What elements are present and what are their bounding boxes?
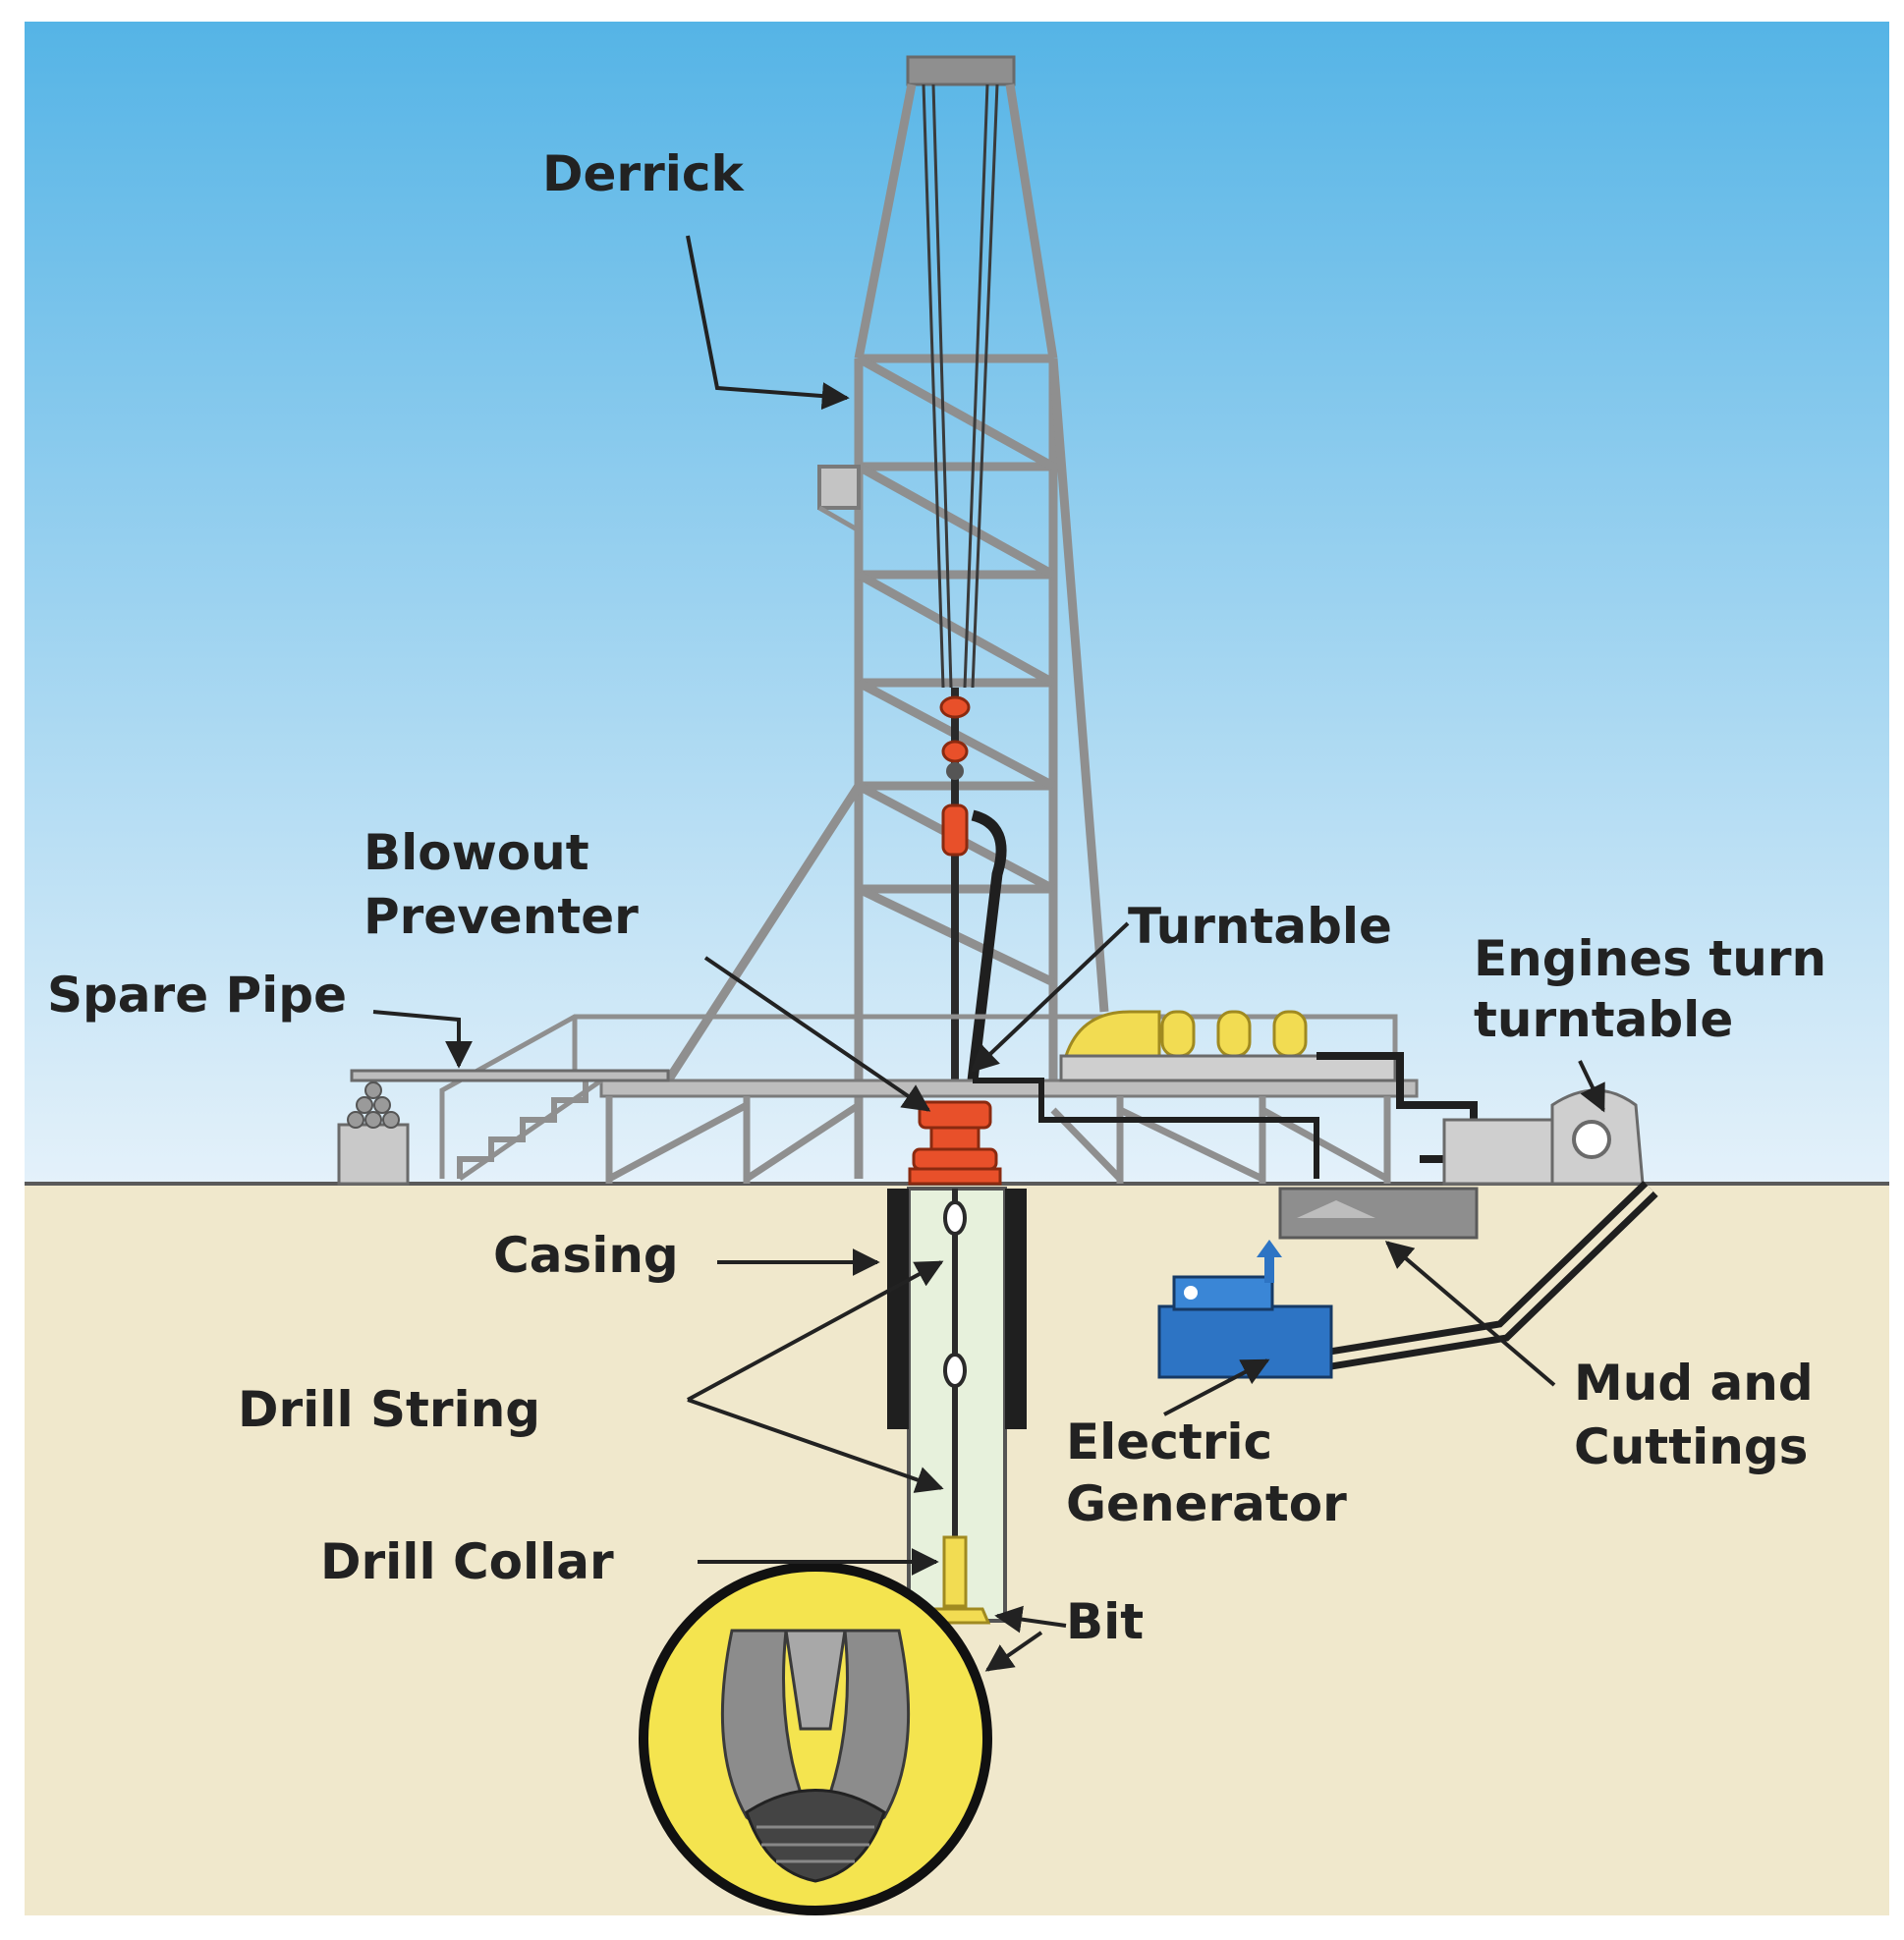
- turntable-label: Turntable: [1128, 898, 1392, 955]
- bit-label: Bit: [1066, 1593, 1144, 1650]
- mud-leader: [1384, 1241, 1556, 1387]
- spare-pipe-leader: [372, 1010, 473, 1069]
- mud-pump: [1442, 1088, 1645, 1186]
- drill-collar-label: Drill Collar: [320, 1533, 614, 1590]
- rig-floor: [439, 1014, 1419, 1184]
- derrick-leader: [686, 235, 850, 411]
- blowout-preventer-label-line2: Preventer: [364, 888, 639, 945]
- engines-label-line2: turntable: [1474, 991, 1733, 1048]
- drill-string-label: Drill String: [238, 1381, 540, 1438]
- drive-chain-lower: [973, 1078, 1319, 1179]
- engines-label-line1: Engines turn: [1474, 930, 1826, 987]
- blowout-preventer: [908, 1100, 1002, 1186]
- blowout-preventer-leader: [703, 956, 931, 1112]
- mud-cuttings-label-line2: Cuttings: [1574, 1418, 1808, 1475]
- hoist-cables: [922, 83, 999, 689]
- drill-string-leader-upper: [687, 1260, 944, 1402]
- spare-pipe-label: Spare Pipe: [47, 967, 347, 1024]
- mud-pit: [1278, 1187, 1479, 1240]
- wellbore: [887, 1187, 1027, 1625]
- drill-string-leader-lower: [687, 1398, 944, 1493]
- derrick-label: Derrick: [542, 145, 746, 202]
- generator-leader: [1163, 1358, 1270, 1416]
- bit-leader-lower: [984, 1631, 1043, 1672]
- blowout-preventer-label-line1: Blowout: [364, 824, 589, 881]
- bit-leader-upper: [994, 1605, 1067, 1634]
- mud-cuttings-label-line1: Mud and: [1574, 1355, 1814, 1412]
- leader-lines: [372, 235, 1605, 1672]
- engines: [1059, 1010, 1397, 1082]
- casing-label: Casing: [493, 1227, 679, 1284]
- spare-pipe-rack: [337, 1069, 670, 1186]
- electric-generator-label-line1: Electric: [1066, 1413, 1272, 1470]
- engines-leader: [1578, 1060, 1605, 1113]
- electric-generator-label-line2: Generator: [1066, 1475, 1347, 1532]
- drill-bit-closeup: [639, 1562, 992, 1915]
- turntable-leader: [970, 921, 1130, 1073]
